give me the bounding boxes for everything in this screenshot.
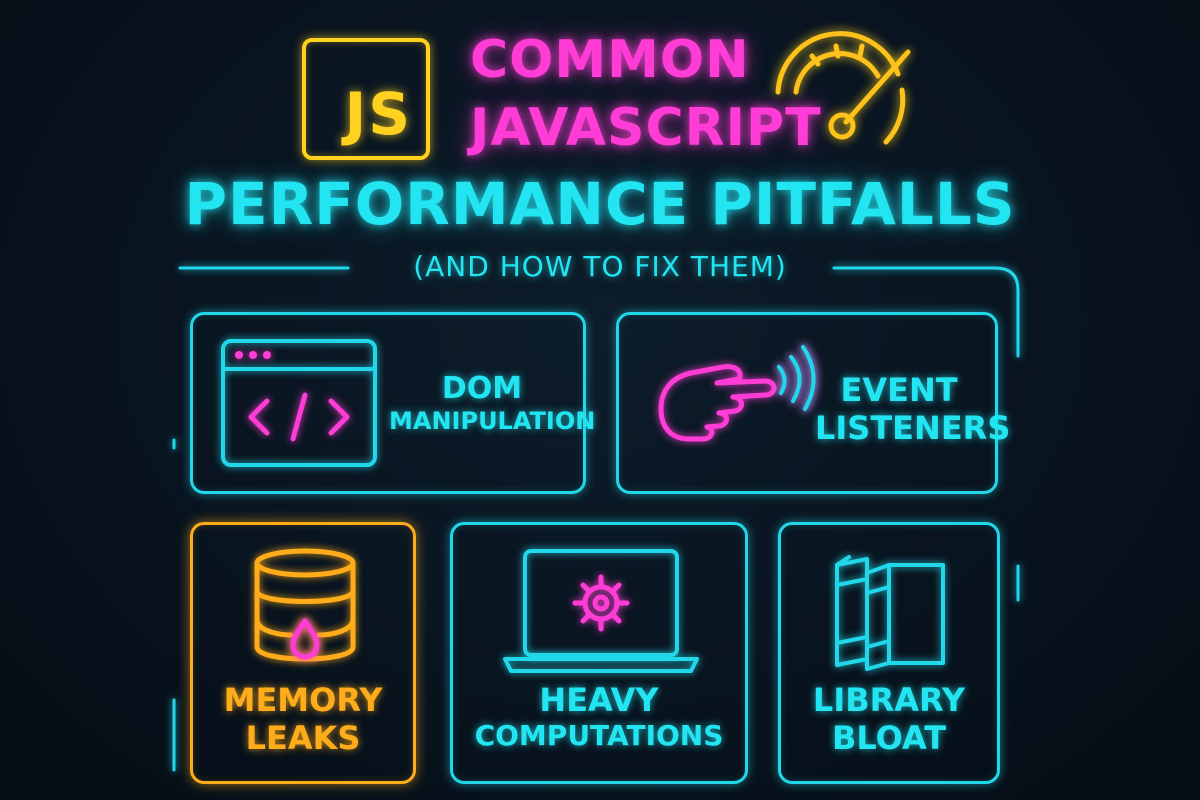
card-dom-manipulation-line2: MANIPULATION (389, 407, 596, 435)
card-library-bloat-line2: BLOAT (831, 719, 947, 758)
card-dom-manipulation: DOM MANIPULATION (190, 312, 596, 494)
card-memory-leaks-label: MEMORY LEAKS (193, 681, 413, 758)
card-heavy-computations-line1: HEAVY (539, 681, 659, 719)
database-leak-icon (254, 548, 356, 662)
card-heavy-computations-label: HEAVY COMPUTATIONS (453, 681, 745, 753)
card-event-listeners-line1: EVENT (840, 371, 958, 409)
subtitle: PERFORMANCE PITFALLS (184, 170, 1016, 238)
card-event-listeners-line2: LISTENERS (815, 409, 1011, 448)
card-dom-manipulation-label: DOM MANIPULATION (389, 371, 596, 436)
speedometer-icon (775, 31, 911, 145)
tagline: (AND HOW TO FIX THEM) (413, 250, 787, 283)
card-library-bloat-line1: LIBRARY (812, 681, 966, 719)
card-library-bloat: LIBRARY BLOAT (778, 522, 1000, 784)
card-event-listeners: EVENT LISTENERS (616, 312, 1011, 494)
card-dom-manipulation-line1: DOM (441, 371, 523, 406)
card-memory-leaks-line1: MEMORY (223, 681, 383, 719)
card-event-listeners-label: EVENT LISTENERS (815, 371, 1011, 448)
card-library-bloat-label: LIBRARY BLOAT (781, 681, 997, 758)
laptop-gear-icon (503, 549, 699, 673)
card-heavy-computations-line2: COMPUTATIONS (474, 719, 724, 753)
card-heavy-computations: HEAVY COMPUTATIONS (450, 522, 748, 784)
pointing-hand-icon (658, 345, 816, 442)
title-line-2: JAVASCRIPT (470, 98, 822, 158)
js-logo: JS (302, 38, 430, 160)
card-memory-leaks: MEMORY LEAKS (190, 522, 416, 784)
card-memory-leaks-line2: LEAKS (245, 719, 361, 758)
books-icon (835, 555, 945, 671)
js-logo-text: JS (344, 80, 412, 148)
title-line-1: COMMON (470, 30, 750, 90)
code-window-icon (221, 339, 377, 467)
